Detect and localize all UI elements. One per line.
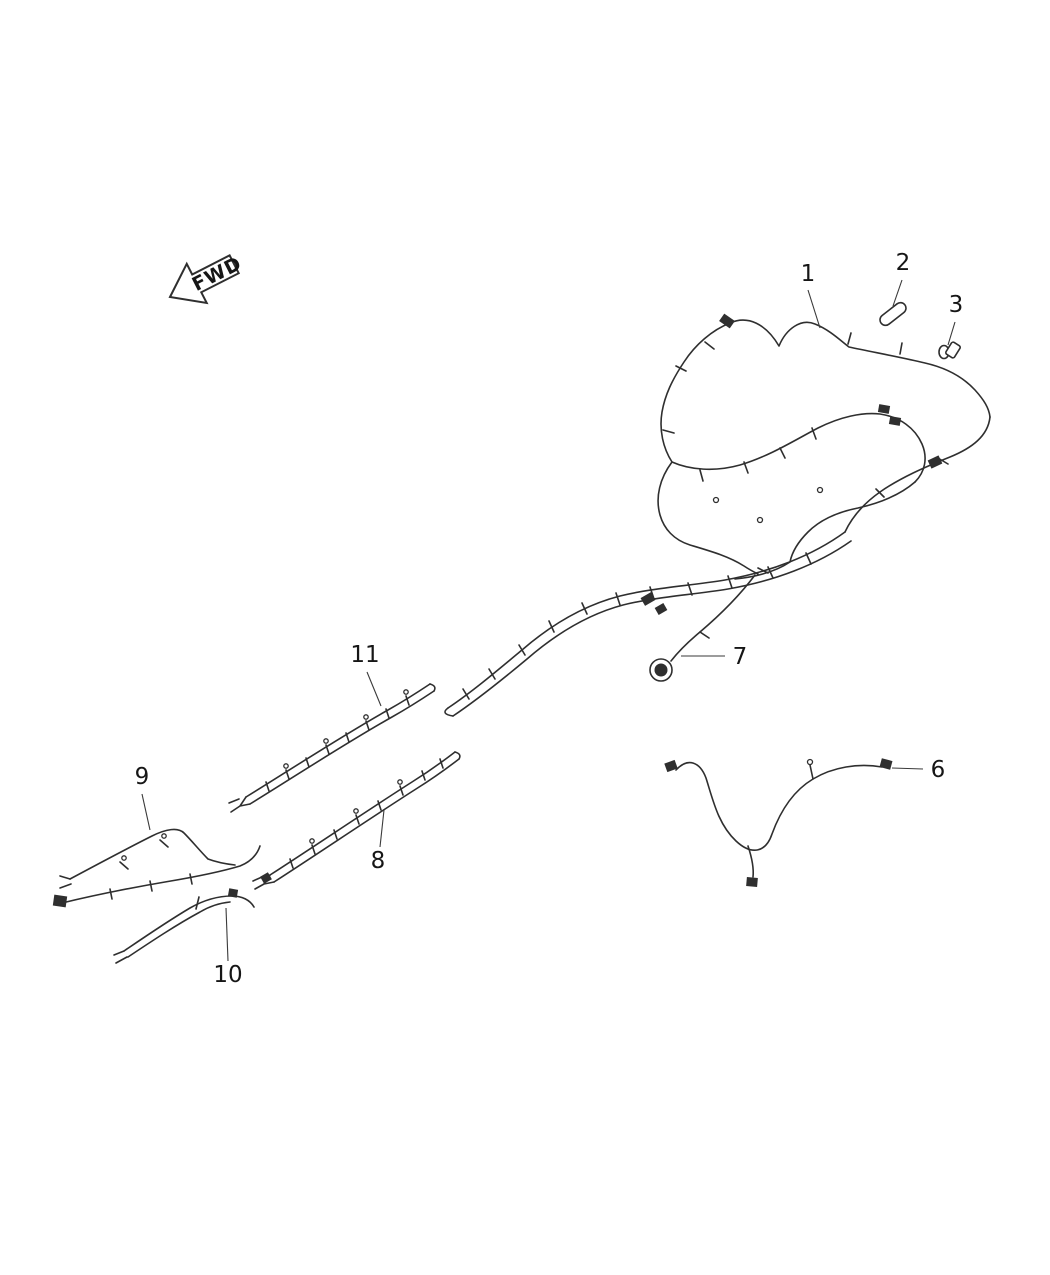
connector-6-drop (746, 877, 758, 887)
leader-line-1 (807, 289, 821, 329)
connector (719, 313, 735, 329)
main-run-lower (452, 540, 852, 717)
grommet-part-3-body (945, 341, 961, 359)
harness-9-fray (59, 875, 72, 889)
harness-10-clip-tick (195, 896, 200, 910)
leader-line-2 (892, 279, 903, 307)
harness-10-fray (113, 950, 128, 964)
harness-6-stub (809, 764, 814, 780)
harness-artwork (59, 301, 991, 964)
line-11-lower (249, 690, 435, 805)
main-run-upper (447, 531, 846, 709)
callout-1: 1 (801, 261, 816, 287)
main-run-clip-ticks (462, 552, 812, 700)
grommet-part-7-center (654, 663, 668, 677)
clip-head (816, 486, 824, 494)
clip-part-2 (879, 301, 907, 327)
line-8-right-end (454, 751, 461, 760)
harness-6-wire (675, 761, 883, 851)
callout-7: 7 (733, 644, 748, 670)
leader-line-9 (141, 793, 151, 831)
connector-6-right (879, 758, 893, 770)
connector-8-left (260, 872, 272, 884)
top-wire-left-branch (660, 322, 731, 463)
harness-9-lower (61, 845, 261, 904)
callout-10: 10 (213, 962, 242, 988)
callout-labels: 1 2 3 6 7 8 9 10 11 (135, 250, 964, 988)
leader-line-3 (947, 321, 956, 346)
callout-9: 9 (135, 764, 150, 790)
line-8-upper (269, 751, 456, 876)
clip-head (121, 855, 127, 861)
clip-head (283, 763, 289, 769)
clip-head (309, 838, 315, 844)
callout-3: 3 (949, 292, 964, 318)
harness-9-upper (69, 828, 236, 880)
line-11-clip-ticks (265, 695, 410, 792)
line-11-upper (245, 683, 431, 798)
center-link-wire (657, 461, 759, 575)
connector (888, 416, 902, 426)
inner-loop-wire (671, 412, 926, 483)
connector-10 (227, 888, 239, 898)
loop-return-wire (734, 481, 916, 580)
harness-6-drop (747, 845, 755, 878)
fwd-arrow: FWD (168, 252, 246, 305)
main-run-end-cap (444, 707, 454, 717)
callout-11: 11 (350, 642, 379, 668)
clip-head (323, 738, 329, 744)
connector (877, 404, 891, 414)
harness-10-main (123, 895, 255, 952)
leader-line-8 (379, 809, 385, 848)
connector (927, 455, 943, 469)
clip-head (397, 779, 403, 785)
top-wire (729, 319, 991, 418)
leader-line-11 (366, 671, 382, 707)
clip-head (403, 689, 409, 695)
leader-line-10 (225, 907, 229, 962)
line-11-right-end (429, 683, 436, 692)
harness-9-clip-ticks (109, 839, 193, 900)
callout-8: 8 (371, 848, 386, 874)
clip-head (806, 758, 814, 766)
line-8-clip-ticks (289, 758, 444, 869)
connectors (52, 313, 943, 908)
harness-10-parallel (127, 901, 231, 958)
fwd-label: FWD (189, 252, 246, 296)
connector (640, 592, 656, 606)
clip-head (161, 833, 167, 839)
connector-6-left (664, 759, 678, 773)
outer-loop-wire (844, 416, 991, 533)
line-8-lower (273, 758, 460, 883)
clip-head (363, 714, 369, 720)
tangle-clip-ticks (662, 332, 949, 639)
fwd-arrow-outline (168, 254, 241, 305)
callout-2: 2 (896, 250, 911, 276)
clip-head (712, 496, 720, 504)
line-11-left-end (228, 796, 251, 813)
leader-line-6 (891, 767, 924, 770)
leader-lines (141, 279, 956, 962)
callout-6: 6 (931, 757, 946, 783)
connector-9-left (52, 894, 68, 908)
clip-head (756, 516, 764, 524)
connector (654, 603, 668, 615)
clip-head (353, 808, 359, 814)
